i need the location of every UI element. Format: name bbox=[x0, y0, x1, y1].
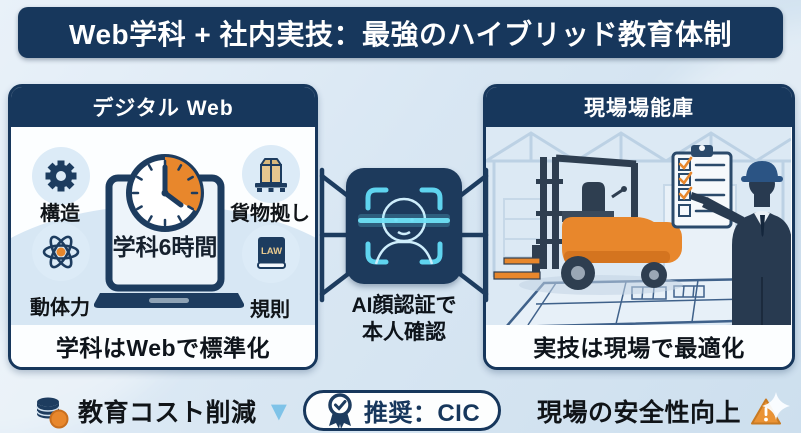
right-panel-caption: 実技は現場で最適化 bbox=[486, 325, 792, 367]
safety-label: 現場の安全性向上 bbox=[537, 399, 742, 427]
right-panel-title: 現場場能庫 bbox=[584, 97, 694, 120]
package-pallet-icon bbox=[242, 145, 300, 203]
face-recognition-icon bbox=[346, 168, 462, 284]
topic-label: 構造 bbox=[40, 203, 80, 225]
recommendation-label: 推奨：CIC bbox=[363, 400, 481, 427]
topic-label: 規則 bbox=[250, 299, 290, 321]
left-panel-caption: 学科はWebで標準化 bbox=[11, 325, 315, 367]
left-panel-header: デジタル Web bbox=[11, 87, 315, 127]
atom-icon-glyph bbox=[42, 235, 80, 269]
web-learning-panel: デジタル Web 構造 bbox=[8, 84, 318, 370]
center-caption-line2: 本人確認 bbox=[362, 321, 446, 345]
onsite-training-panel: 現場場能庫 bbox=[483, 84, 795, 370]
face-recognition-glyph bbox=[358, 187, 450, 265]
law-book-icon-glyph: LAW bbox=[257, 237, 286, 269]
title-banner: Web学科 + 社内実技：最強のハイブリッド教育体制 bbox=[18, 7, 783, 58]
gear-icon bbox=[32, 147, 90, 205]
warehouse-trusses bbox=[486, 131, 791, 277]
gear-icon-glyph bbox=[45, 160, 77, 192]
safety-improvement-item: 現場の安全性向上 bbox=[537, 392, 782, 430]
laptop-screen-text: 学科6時間 bbox=[113, 234, 218, 260]
right-panel-header: 現場場能庫 bbox=[486, 87, 792, 127]
coins-icon bbox=[36, 397, 69, 429]
face-outline bbox=[374, 197, 434, 265]
forklift-illustration bbox=[493, 154, 682, 290]
recommendation-badge: 推奨：CIC bbox=[303, 390, 501, 431]
sparkle-icon bbox=[762, 392, 790, 420]
left-panel-title: デジタル Web bbox=[92, 97, 234, 120]
page-title: Web学科 + 社内実技：最強のハイブリッド教育体制 bbox=[69, 18, 732, 50]
center-caption: AI顔認証で 本人確認 bbox=[328, 292, 480, 347]
package-pallet-icon-glyph bbox=[255, 158, 287, 192]
ribbon-badge-icon bbox=[328, 392, 352, 429]
atom-icon bbox=[32, 223, 90, 281]
topic-label: 貨物拠し bbox=[230, 203, 310, 225]
cost-reduction-label: 教育コスト削減 bbox=[78, 399, 257, 427]
laptop-clock-illustration: 学科6時間 bbox=[93, 143, 245, 308]
topic-label: 動体力 bbox=[30, 297, 90, 319]
trend-down-icon: ▼ bbox=[265, 395, 293, 426]
clock-ticks bbox=[131, 159, 199, 227]
law-book-icon: LAW bbox=[242, 225, 300, 283]
laptop-clock-glyph: 学科6時間 bbox=[93, 154, 245, 308]
center-caption-line1: AI顔認証で bbox=[351, 294, 457, 317]
law-book-text: LAW bbox=[261, 246, 282, 257]
cost-reduction-item: 教育コスト削減 ▼ bbox=[33, 392, 292, 430]
warehouse-scene bbox=[486, 127, 791, 333]
